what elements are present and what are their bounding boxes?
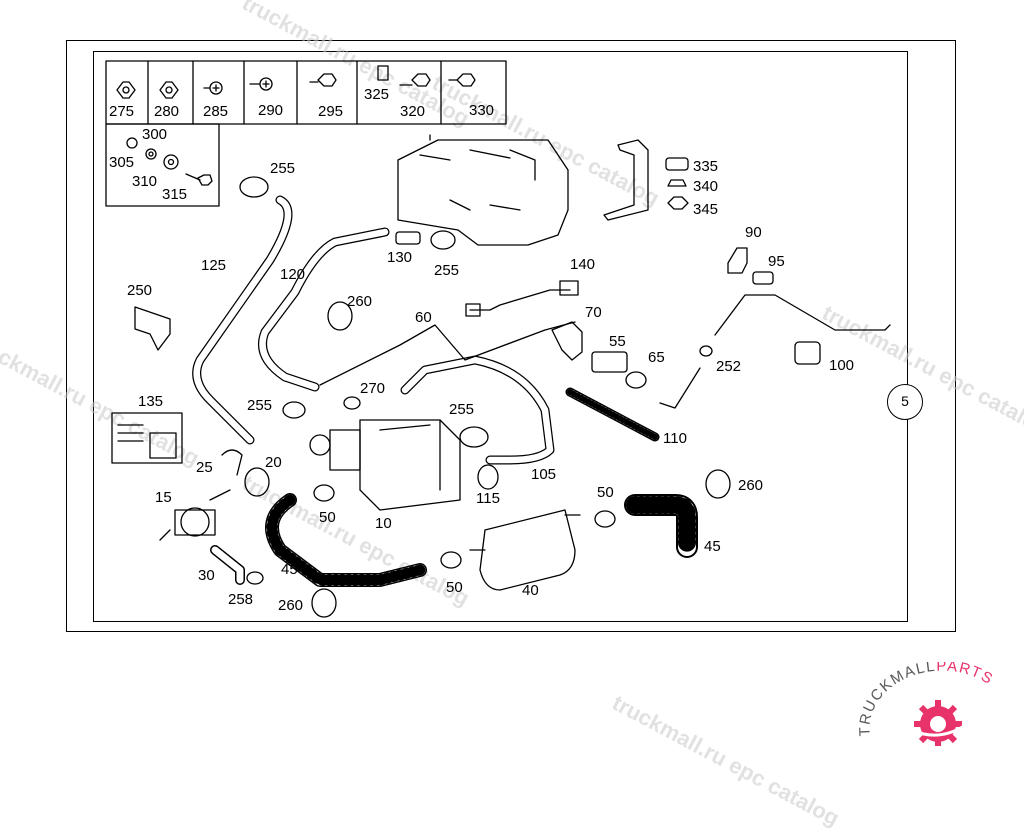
- callout-25: 25: [196, 459, 213, 476]
- callout-60: 60: [415, 309, 432, 326]
- callout-270: 270: [360, 380, 386, 397]
- callout-20: 20: [265, 454, 282, 471]
- callout-120: 120: [280, 266, 306, 283]
- callout-50: 50: [446, 579, 463, 596]
- callout-110: 110: [663, 430, 687, 447]
- diagram-inner-frame: [93, 51, 908, 622]
- cable-harness-140: [465, 280, 579, 317]
- callout-135: 135: [138, 393, 164, 410]
- page-reference-circle[interactable]: 5: [887, 384, 923, 420]
- connector-252: [699, 345, 713, 357]
- callout-300: 300: [142, 126, 168, 143]
- callout-260: 260: [278, 597, 304, 614]
- bracket-70: [551, 321, 583, 361]
- grommet-icon: [244, 301, 731, 618]
- callout-260: 260: [738, 477, 764, 494]
- gasket-25: [221, 449, 243, 476]
- callout-50: 50: [319, 509, 336, 526]
- hose-105: [400, 355, 555, 465]
- clamp-100: [794, 341, 821, 365]
- callout-115: 115: [476, 490, 500, 507]
- callout-255: 255: [449, 401, 475, 418]
- callout-50: 50: [597, 484, 614, 501]
- control-unit-135: [111, 412, 183, 464]
- callout-55: 55: [609, 333, 626, 350]
- callout-335: 335: [693, 158, 719, 175]
- callout-320: 320: [400, 103, 426, 120]
- bracket-250: [134, 306, 171, 351]
- pipe-65: [659, 367, 701, 409]
- clamp-icon: [239, 176, 616, 585]
- callout-255: 255: [247, 397, 273, 414]
- callout-285: 285: [203, 103, 229, 120]
- callout-130: 130: [387, 249, 413, 266]
- hose-30: [210, 545, 245, 585]
- bolt-icon: [309, 73, 337, 87]
- callout-255: 255: [434, 262, 460, 279]
- callout-260: 260: [347, 293, 373, 310]
- callout-315: 315: [162, 186, 188, 203]
- callout-295: 295: [318, 103, 344, 120]
- callout-100: 100: [829, 357, 855, 374]
- parts-diagram-drawing: [105, 60, 891, 618]
- brand-name-accent: PARTS: [936, 662, 996, 688]
- callout-90: 90: [745, 224, 762, 241]
- fuel-pipe: [714, 294, 891, 336]
- pipe-60: [319, 321, 576, 386]
- callout-40: 40: [522, 582, 539, 599]
- bracket-90: [727, 247, 748, 274]
- screw-icon: [203, 81, 223, 95]
- callout-290: 290: [258, 102, 284, 119]
- callout-325: 325: [364, 86, 390, 103]
- silencer-40: [469, 509, 581, 591]
- heater-unit-outline: [397, 134, 569, 246]
- callout-45: 45: [281, 561, 298, 578]
- callout-70: 70: [585, 304, 602, 321]
- screw-icon: [249, 77, 273, 91]
- heater-10: [309, 419, 461, 511]
- bolt-icon: [448, 73, 476, 87]
- connector-130: [395, 231, 421, 245]
- callout-30: 30: [198, 567, 215, 584]
- callout-65: 65: [648, 349, 665, 366]
- callout-340: 340: [693, 178, 719, 195]
- sleeve-115: [477, 464, 499, 490]
- callout-252: 252: [716, 358, 742, 375]
- callout-95: 95: [768, 253, 785, 270]
- nut-icon: [116, 81, 136, 99]
- callout-125: 125: [201, 257, 227, 274]
- callout-280: 280: [154, 103, 180, 120]
- sleeve-95: [752, 271, 774, 285]
- callout-140: 140: [570, 256, 596, 273]
- callout-10: 10: [375, 515, 392, 532]
- callout-15: 15: [155, 489, 172, 506]
- bolt-icon: [185, 173, 213, 186]
- diagram-outer-frame: [66, 40, 956, 632]
- callout-305: 305: [109, 154, 135, 171]
- callout-45: 45: [704, 538, 721, 555]
- washer-icon: [126, 137, 179, 170]
- callout-275: 275: [109, 103, 135, 120]
- callout-250: 250: [127, 282, 153, 299]
- callout-310: 310: [132, 173, 158, 190]
- callout-258: 258: [228, 591, 254, 608]
- nut-icon: [159, 81, 179, 99]
- callout-330: 330: [469, 102, 495, 119]
- rubber-mount-icon: [665, 157, 689, 210]
- water-pump-15: [159, 489, 231, 541]
- callout-105: 105: [531, 466, 557, 483]
- callout-255: 255: [270, 160, 296, 177]
- clip-nut-icon: [377, 65, 431, 87]
- mounting-bracket: [603, 139, 649, 221]
- fasteners-table: [105, 60, 507, 207]
- gear-icon: [911, 700, 965, 746]
- truckmall-parts-logo: TRUCKMALLPARTS: [858, 662, 996, 746]
- fuel-pump-55: [591, 351, 647, 389]
- callout-345: 345: [693, 201, 719, 218]
